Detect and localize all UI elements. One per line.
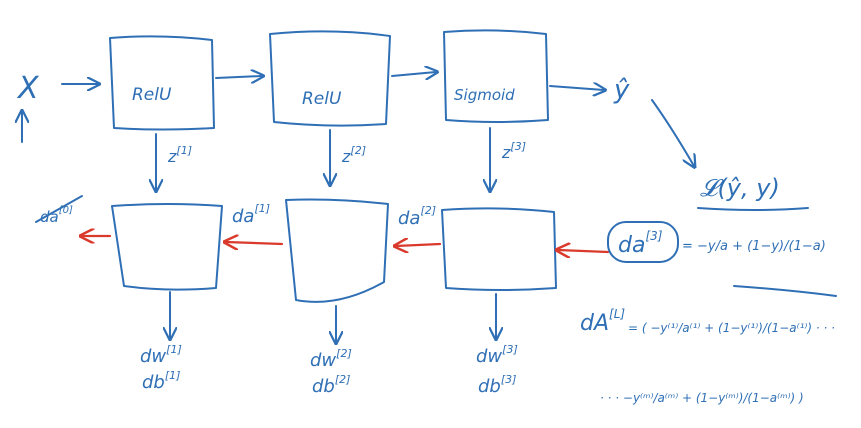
forward-arrow-2 — [391, 72, 436, 76]
input-grad-label: da[3] — [618, 229, 663, 258]
param-grad-db-1: db[1] — [142, 369, 180, 393]
backward-arrow-2-to-1 — [226, 242, 284, 244]
forward-block-1 — [109, 35, 215, 131]
backward-block-2 — [285, 198, 389, 303]
dw-sup-3: [3] — [502, 343, 518, 356]
input-grad-circle — [607, 221, 679, 263]
forward-block-3-label: Sigmoid — [454, 86, 515, 104]
cache-label-3: z[3] — [501, 140, 526, 162]
db-2: db — [312, 376, 335, 397]
cache-sup-3: [3] — [510, 140, 526, 153]
cache-sup-2: [2] — [350, 144, 366, 157]
output-yhat-label: ŷ — [613, 75, 630, 105]
grad-out-sup-2: [2] — [420, 204, 436, 217]
dw-3: dw — [476, 346, 502, 367]
cache-sup-1: [1] — [176, 144, 192, 157]
backward-block-3 — [441, 207, 557, 291]
param-grad-db-2: db[2] — [312, 373, 350, 397]
param-grad-dw-2: dw[2] — [310, 347, 352, 371]
db-sup-3: [3] — [501, 373, 517, 386]
dw-1: dw — [140, 346, 166, 367]
forward-block-2-label: RelU — [302, 89, 342, 109]
db-sup-2: [2] — [335, 373, 351, 386]
cache-label-2: z[2] — [341, 144, 366, 166]
grad-out-label-2: da[2] — [398, 204, 436, 229]
input-grad-sup: [3] — [645, 229, 662, 243]
dA-equation-line1: = ( −y⁽¹⁾/a⁽¹⁾ + (1−y⁽¹⁾)/(1−a⁽¹⁾) · · · — [628, 321, 835, 335]
backward-block-1 — [111, 203, 223, 291]
loss-label: 𝓛(ŷ, y) — [700, 174, 780, 202]
grad-out-da-1: da — [232, 206, 254, 227]
db-3: db — [478, 376, 501, 397]
grad-out-da-2: da — [398, 208, 420, 229]
param-grad-dw-1: dw[1] — [140, 343, 182, 367]
da-equation: = −y/a + (1−y)/(1−a) — [682, 239, 826, 254]
cache-label-1: z[1] — [167, 144, 192, 166]
cache-z-1: z — [167, 147, 177, 166]
grad-out-label-0: da[0] — [40, 205, 73, 226]
input-x-label: X — [16, 71, 40, 106]
grad-out-sup-1: [1] — [254, 202, 270, 215]
cache-z-3: z — [501, 143, 511, 162]
backward-arrow-3-to-2 — [396, 244, 442, 246]
loss-underline — [697, 207, 809, 211]
forward-block-1-label: RelU — [132, 85, 172, 105]
dw-sup-2: [2] — [336, 347, 352, 360]
forward-arrow-3 — [549, 86, 604, 90]
dA-label: dA[L] — [580, 307, 625, 336]
dw-2: dw — [310, 350, 336, 371]
param-grad-dw-3: dw[3] — [476, 343, 518, 367]
param-grad-db-3: db[3] — [478, 373, 516, 397]
db-1: db — [142, 372, 165, 393]
db-sup-1: [1] — [165, 369, 181, 382]
forward-arrow-1 — [215, 76, 262, 78]
grad-out-label-1: da[1] — [232, 202, 270, 227]
input-grad-da: da — [618, 233, 645, 258]
forward-block-2 — [269, 30, 391, 127]
grad-out-sup-0: [0] — [59, 205, 73, 216]
grad-out-0-strike — [35, 195, 83, 223]
dw-sup-1: [1] — [166, 343, 182, 356]
da-equation-underline — [733, 285, 837, 297]
output-to-loss-arrow — [651, 99, 694, 166]
cache-z-2: z — [341, 147, 351, 166]
dA-sup: [L] — [609, 307, 625, 321]
dA-text: dA — [580, 311, 609, 336]
backward-arrow-into-3 — [558, 250, 610, 252]
forward-block-3 — [443, 29, 549, 123]
dA-equation-line2: · · · −y⁽ᵐ⁾/a⁽ᵐ⁾ + (1−y⁽ᵐ⁾)/(1−a⁽ᵐ⁾) ) — [600, 391, 804, 405]
